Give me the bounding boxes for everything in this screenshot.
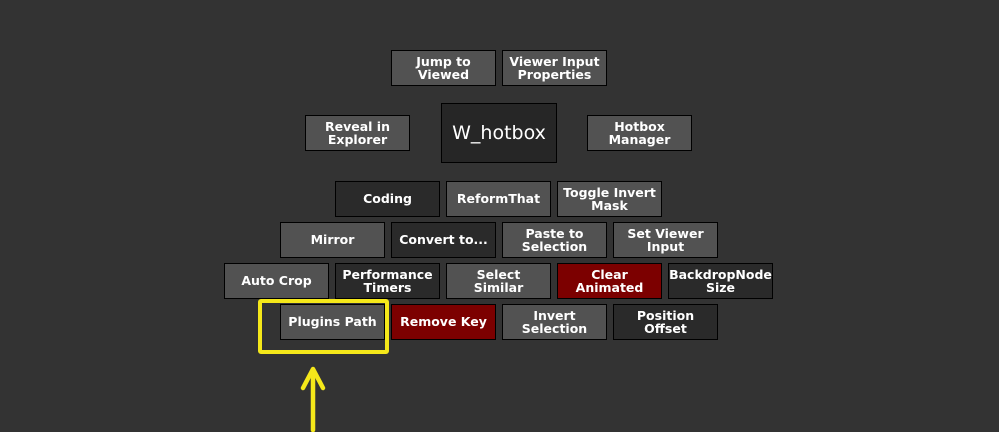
reveal-in-explorer-button[interactable]: Reveal in Explorer [305, 115, 410, 151]
up-arrow-icon [300, 366, 326, 432]
performance-timers-button[interactable]: Performance Timers [335, 263, 440, 299]
invert-selection-button[interactable]: Invert Selection [502, 304, 607, 340]
coding-button[interactable]: Coding [335, 181, 440, 217]
highlight-annotation-box [258, 299, 389, 354]
plugins-path-button[interactable]: Plugins Path [280, 304, 385, 340]
paste-to-selection-button[interactable]: Paste to Selection [502, 222, 607, 258]
convert-to-button[interactable]: Convert to... [391, 222, 496, 258]
mirror-button[interactable]: Mirror [280, 222, 385, 258]
select-similar-button[interactable]: Select Similar [446, 263, 551, 299]
jump-to-viewed-button[interactable]: Jump to Viewed [391, 50, 496, 86]
viewer-input-properties-button[interactable]: Viewer Input Properties [502, 50, 607, 86]
toggle-invert-mask-button[interactable]: Toggle Invert Mask [557, 181, 662, 217]
set-viewer-input-button[interactable]: Set Viewer Input [613, 222, 718, 258]
position-offset-button[interactable]: Position Offset [613, 304, 718, 340]
remove-key-button[interactable]: Remove Key [391, 304, 496, 340]
clear-animated-button[interactable]: Clear Animated [557, 263, 662, 299]
hotbox-manager-button[interactable]: Hotbox Manager [587, 115, 692, 151]
reformthat-button[interactable]: ReformThat [446, 181, 551, 217]
auto-crop-button[interactable]: Auto Crop [224, 263, 329, 299]
hotbox-title[interactable]: W_hotbox [441, 103, 557, 163]
backdropnode-size-button[interactable]: BackdropNode Size [668, 263, 773, 299]
